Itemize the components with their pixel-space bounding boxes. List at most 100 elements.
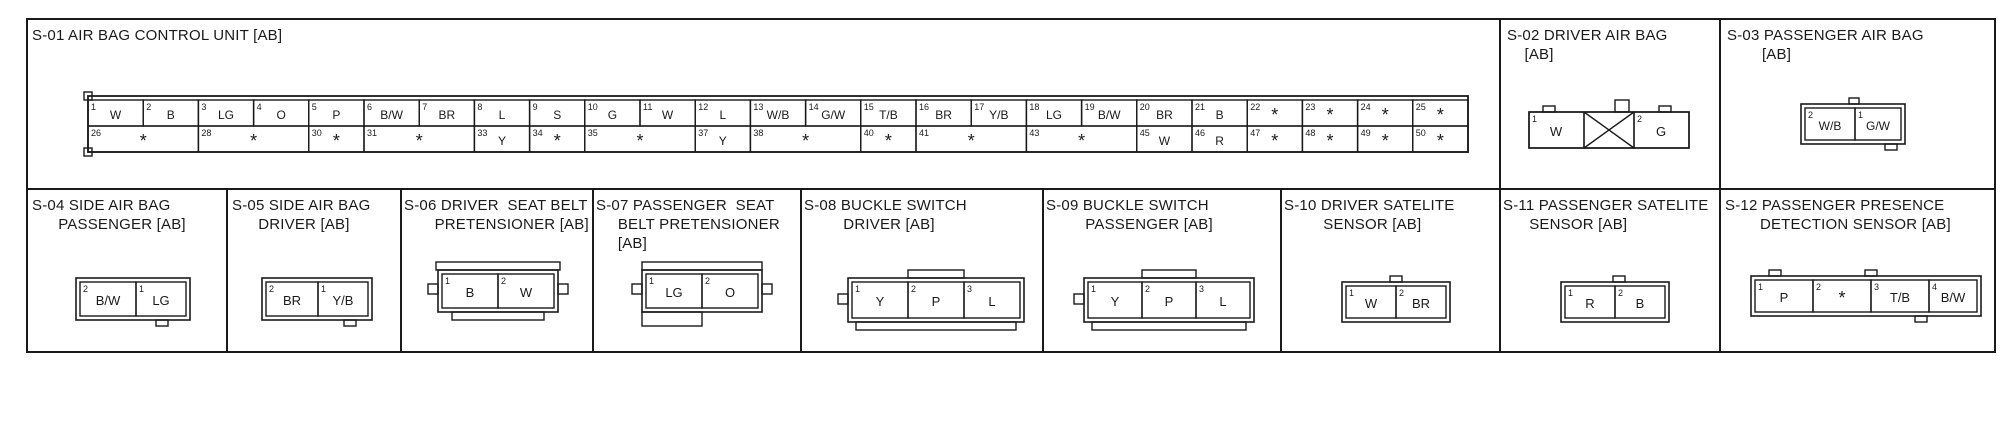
- pin-number: 2: [501, 276, 506, 286]
- pin-cell: [701, 273, 759, 309]
- pin-color-code: B/W: [1941, 290, 1966, 305]
- connector-rail: [435, 261, 561, 271]
- pin-color-code: R: [1215, 134, 1224, 148]
- pin-number: 1: [1568, 288, 1573, 298]
- pin-color-code: *: [1271, 131, 1278, 151]
- pin-color-code: W: [520, 285, 533, 300]
- pin-color-code: *: [1271, 105, 1278, 125]
- pin-color-code: BR: [283, 293, 301, 308]
- panel-title: S-10 DRIVER SATELITE SENSOR [AB]: [1284, 197, 1455, 233]
- connector-s12-drawing: 1P2*3T/B4B/W: [1750, 269, 1982, 323]
- pin-number: 10: [588, 102, 598, 112]
- pin-color-code: Y: [876, 294, 885, 309]
- pin-number: 28: [201, 128, 211, 138]
- pin-color-code: BR: [935, 108, 952, 122]
- pin-color-code: B: [1636, 296, 1645, 311]
- pin-number: 25: [1416, 102, 1426, 112]
- panel-title: S-01 AIR BAG CONTROL UNIT [AB]: [32, 27, 283, 44]
- pin-number: 1: [855, 284, 860, 294]
- connector-rail: [1091, 321, 1247, 331]
- pin-number: 2: [1145, 284, 1150, 294]
- pin-number: 13: [753, 102, 763, 112]
- pin-color-code: BR: [438, 108, 455, 122]
- pin-number: 48: [1305, 128, 1315, 138]
- connector-latch: [1658, 105, 1672, 113]
- pin-color-code: G: [608, 108, 617, 122]
- connector-latch: [761, 283, 773, 295]
- pin-color-code: *: [1437, 131, 1444, 151]
- pin-color-code: L: [988, 294, 995, 309]
- connector-s06-drawing: 1B 2W: [427, 261, 569, 321]
- pin-color-code: *: [802, 131, 809, 151]
- pin-color-code: *: [885, 131, 892, 151]
- pin-color-code: B/W: [1098, 108, 1121, 122]
- pin-color-code: O: [725, 285, 735, 300]
- pin-cell: [317, 281, 369, 317]
- pin-color-code: *: [554, 131, 561, 151]
- pin-color-code: W: [1365, 296, 1378, 311]
- pin-color-code: T/B: [879, 108, 898, 122]
- pin-number: 14: [809, 102, 819, 112]
- connector-latch: [343, 319, 357, 327]
- pin-color-code: G/W: [1866, 119, 1891, 133]
- pin-number: 2: [1637, 114, 1642, 124]
- connector-latch: [1848, 97, 1860, 105]
- pin-number: 6: [367, 102, 372, 112]
- panel-s12: S-12 PASSENGER PRESENCE DETECTION SENSOR…: [1719, 188, 1996, 353]
- connector-latch: [1073, 293, 1085, 305]
- pin-number: 12: [698, 102, 708, 112]
- pin-color-code: L: [1219, 294, 1226, 309]
- connector-latch: [155, 319, 169, 327]
- pin-color-code: O: [277, 108, 286, 122]
- pin-color-code: *: [333, 131, 340, 151]
- connector-rail: [641, 311, 703, 327]
- pin-color-code: B: [466, 285, 475, 300]
- pin-cell: [135, 281, 187, 317]
- pin-color-code: *: [1838, 288, 1845, 308]
- pin-number: 15: [864, 102, 874, 112]
- pin-number: 41: [919, 128, 929, 138]
- connector-housing: [75, 277, 191, 321]
- pin-number: 40: [864, 128, 874, 138]
- connector-latch: [1542, 105, 1556, 113]
- pin-number: 1: [445, 276, 450, 286]
- pin-color-code: Y: [1111, 294, 1120, 309]
- pin-number: 4: [257, 102, 262, 112]
- pin-number: 43: [1029, 128, 1039, 138]
- pin-color-code: W: [1159, 134, 1171, 148]
- pin-color-code: B/W: [96, 293, 121, 308]
- connector-latch: [427, 283, 439, 295]
- panel-title: S-06 DRIVER SEAT BELT PRETENSIONER [AB]: [404, 197, 589, 233]
- pin-number: 2: [705, 276, 710, 286]
- connector-s01-drawing: 1W2B3LG4O5P6B/W7BR8L9S10G11W12L13W/B14G/…: [83, 91, 1469, 157]
- pin-color-code: *: [1326, 131, 1333, 151]
- pin-number: 2: [911, 284, 916, 294]
- pin-number: 23: [1305, 102, 1315, 112]
- pin-color-code: P: [932, 294, 941, 309]
- connector-housing: [261, 277, 373, 321]
- pin-number: 47: [1250, 128, 1260, 138]
- pin-number: 1: [649, 276, 654, 286]
- pin-number: 1: [91, 102, 96, 112]
- pin-number: 3: [1199, 284, 1204, 294]
- pin-number: 18: [1029, 102, 1039, 112]
- pin-number: 17: [974, 102, 984, 112]
- pin-number: 11: [643, 102, 652, 112]
- pin-color-code: LG: [1046, 108, 1062, 122]
- pin-color-code: S: [553, 108, 561, 122]
- pin-number: 50: [1416, 128, 1426, 138]
- pin-color-code: G: [1656, 124, 1666, 139]
- pin-color-code: T/B: [1890, 290, 1910, 305]
- pin-number: 4: [1932, 282, 1937, 292]
- pin-number: 8: [477, 102, 482, 112]
- connector-s03-drawing: 2W/B1G/W: [1800, 97, 1906, 151]
- connector-latch: [1768, 269, 1782, 277]
- pin-cell: [1614, 285, 1666, 319]
- pin-number: 1: [1758, 282, 1763, 292]
- pin-number: 1: [321, 284, 326, 294]
